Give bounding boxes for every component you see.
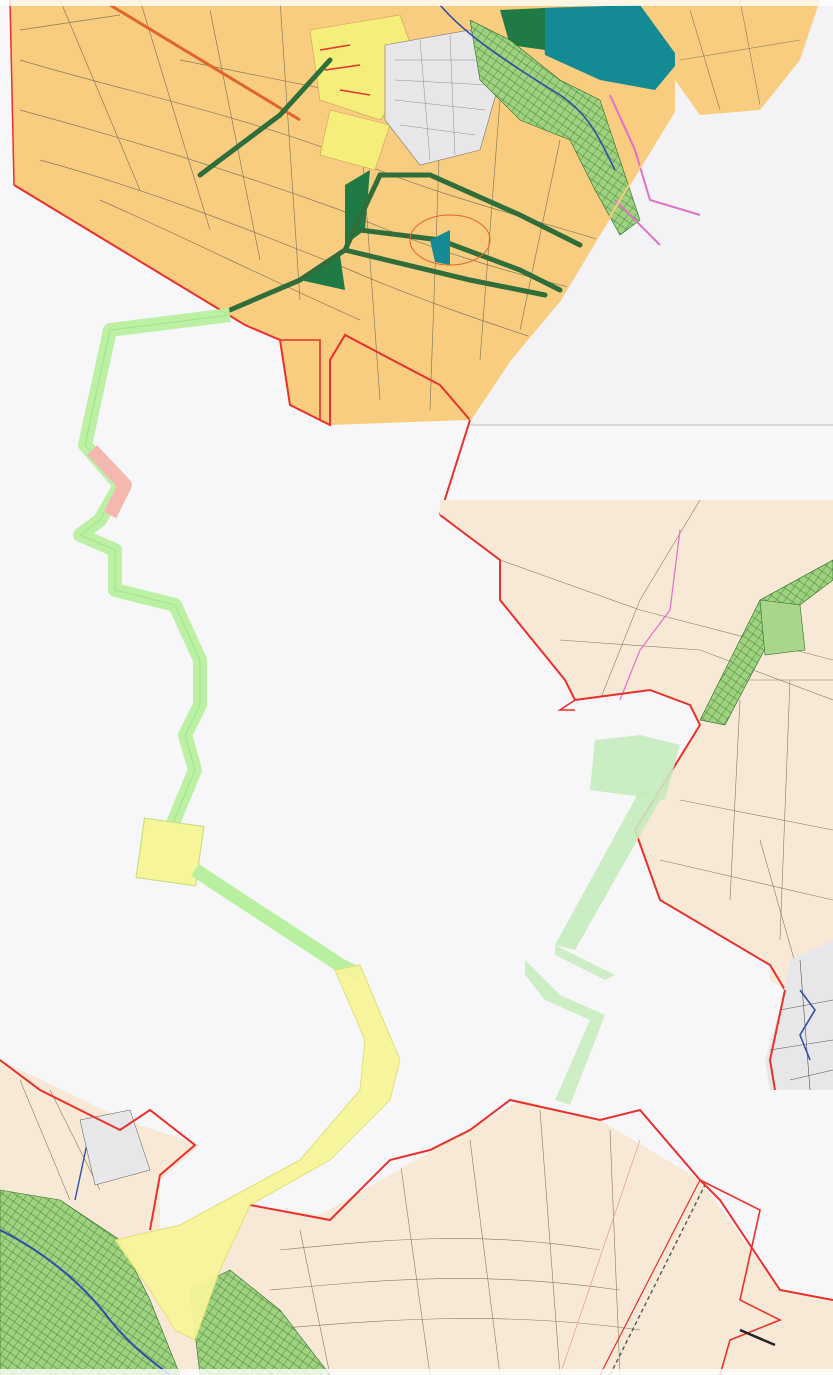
north-zoning-sheet	[9, 0, 833, 427]
east-zoning-sheet	[439, 500, 833, 1091]
green-corridor	[73, 308, 680, 1341]
